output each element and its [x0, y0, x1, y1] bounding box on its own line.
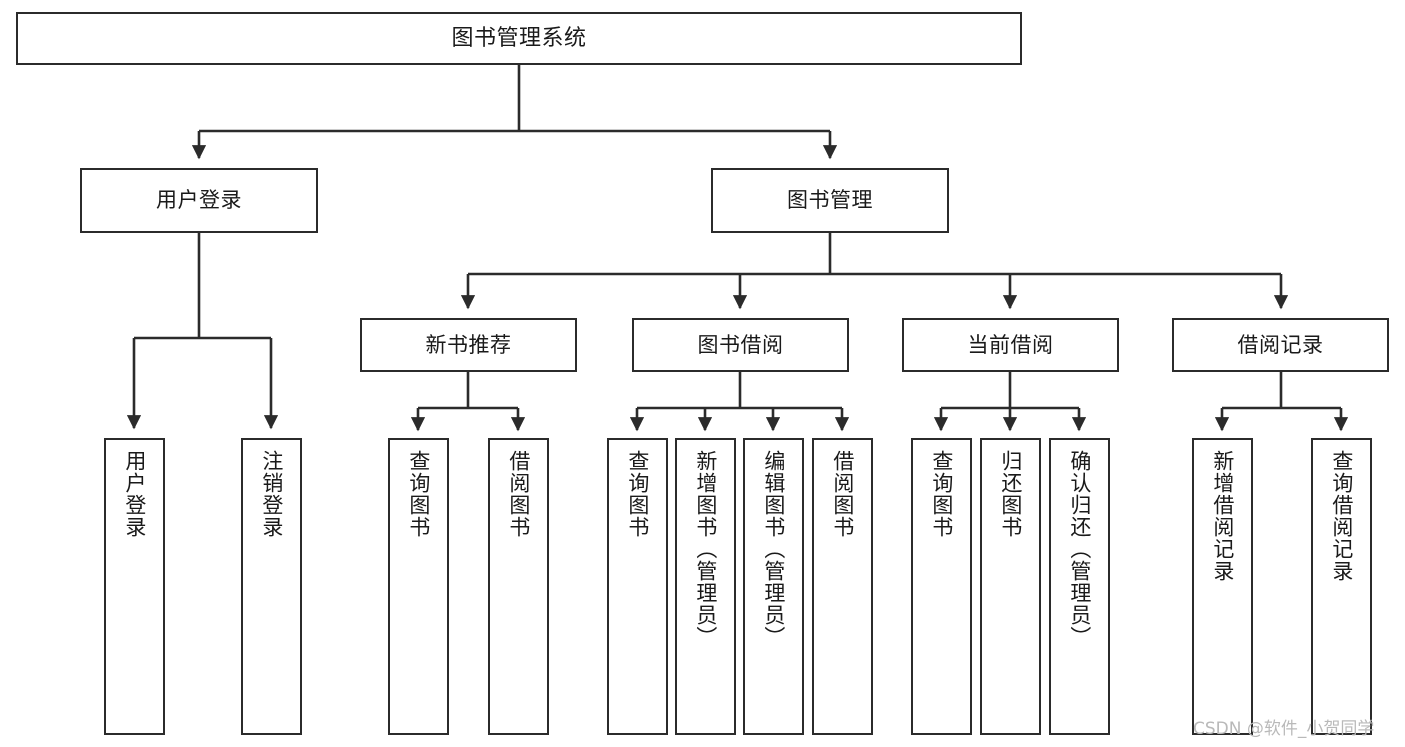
- node-label: 用户登录: [122, 450, 147, 538]
- node-root-book-management-system[interactable]: 图书管理系统: [16, 12, 1022, 65]
- node-label: 当前借阅: [967, 332, 1054, 357]
- node-label: 图书管理: [787, 188, 873, 213]
- node-label: 注销登录: [259, 450, 284, 538]
- node-label: 借阅图书: [830, 450, 855, 538]
- node-leaf-query-book-2[interactable]: 查询图书: [607, 438, 668, 735]
- node-label: 新书推荐: [425, 332, 512, 357]
- node-leaf-query-record[interactable]: 查询借阅记录: [1311, 438, 1372, 735]
- node-label: 查询图书: [406, 450, 431, 538]
- node-label: 查询图书: [625, 450, 650, 538]
- node-leaf-confirm-return[interactable]: 确认归还（管理员）: [1049, 438, 1110, 735]
- node-label: 查询图书: [929, 450, 954, 538]
- node-label: 图书借阅: [697, 332, 784, 357]
- node-leaf-borrow-book-2[interactable]: 借阅图书: [812, 438, 873, 735]
- node-leaf-add-record[interactable]: 新增借阅记录: [1192, 438, 1253, 735]
- node-borrow-record[interactable]: 借阅记录: [1172, 318, 1389, 372]
- node-label: 图书管理系统: [451, 25, 587, 51]
- node-label: 归还图书: [998, 450, 1023, 538]
- node-leaf-return-book[interactable]: 归还图书: [980, 438, 1041, 735]
- node-leaf-logout-login[interactable]: 注销登录: [241, 438, 302, 735]
- node-leaf-add-book[interactable]: 新增图书（管理员）: [675, 438, 736, 735]
- node-leaf-borrow-book-1[interactable]: 借阅图书: [488, 438, 549, 735]
- node-label: 用户登录: [156, 188, 242, 213]
- node-label: 新增图书（管理员）: [693, 450, 718, 648]
- node-label: 借阅图书: [506, 450, 531, 538]
- csdn-watermark: CSDN @软件_小贺同学: [1193, 719, 1375, 739]
- node-leaf-query-book-3[interactable]: 查询图书: [911, 438, 972, 735]
- node-new-book-recommend[interactable]: 新书推荐: [360, 318, 577, 372]
- node-leaf-user-login[interactable]: 用户登录: [104, 438, 165, 735]
- node-label: 确认归还（管理员）: [1067, 450, 1092, 648]
- node-book-manage[interactable]: 图书管理: [711, 168, 949, 233]
- node-label: 编辑图书（管理员）: [761, 450, 786, 648]
- node-current-borrow[interactable]: 当前借阅: [902, 318, 1119, 372]
- node-book-borrow[interactable]: 图书借阅: [632, 318, 849, 372]
- node-user-login[interactable]: 用户登录: [80, 168, 318, 233]
- node-leaf-edit-book[interactable]: 编辑图书（管理员）: [743, 438, 804, 735]
- node-label: 查询借阅记录: [1329, 450, 1354, 582]
- node-label: 新增借阅记录: [1210, 450, 1235, 582]
- node-label: 借阅记录: [1237, 332, 1324, 357]
- node-leaf-query-book-1[interactable]: 查询图书: [388, 438, 449, 735]
